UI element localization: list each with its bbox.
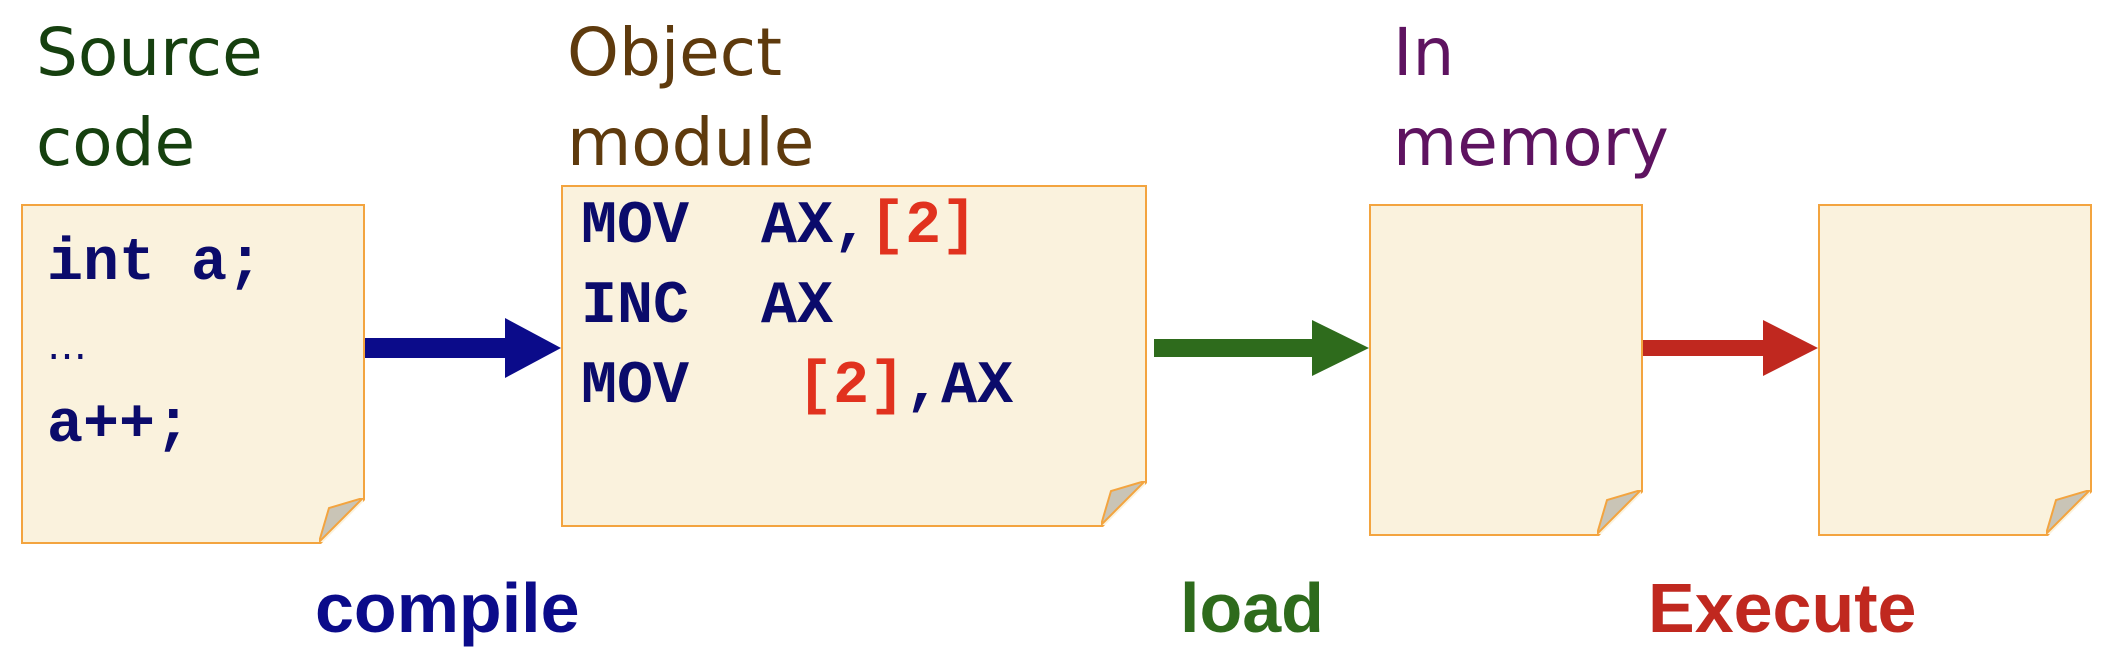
heading-source-code: Source code <box>36 8 263 188</box>
asm-args: AX, <box>761 193 870 261</box>
asm-address: [2] <box>797 353 906 421</box>
heading-line: code <box>36 104 196 181</box>
heading-line: In <box>1393 14 1455 91</box>
source-code-note: int a; … a++; <box>21 204 365 544</box>
source-line: a++; <box>47 392 192 460</box>
page-fold-icon <box>1101 481 1145 525</box>
heading-line: memory <box>1393 104 1669 181</box>
page-fold-icon <box>2046 490 2090 534</box>
heading-line: Object <box>567 14 782 91</box>
asm-op: INC <box>581 273 690 341</box>
source-line: … <box>47 323 87 369</box>
asm-op: MOV <box>581 353 690 421</box>
compile-label: compile <box>315 569 580 647</box>
heading-in-memory: In memory <box>1393 8 1669 188</box>
asm-line: MOV [2],AX <box>581 353 1013 421</box>
page-fold-icon <box>1597 490 1641 534</box>
execute-label: Execute <box>1648 569 1917 647</box>
execution-note <box>1818 204 2092 536</box>
asm-line: INC AX <box>581 273 833 341</box>
source-code-block: int a; … a++; <box>47 224 263 466</box>
asm-line: MOV AX,[2] <box>581 193 977 261</box>
heading-line: Source <box>36 14 263 91</box>
object-code-block: MOV AX,[2] INC AX MOV [2],AX <box>581 187 1013 427</box>
heading-object-module: Object module <box>567 8 814 188</box>
asm-address: [2] <box>869 193 978 261</box>
execute-arrow <box>1643 320 1818 376</box>
load-arrow <box>1154 320 1369 376</box>
source-line: int a; <box>47 230 264 298</box>
asm-args: AX <box>761 273 834 341</box>
asm-op: MOV <box>581 193 690 261</box>
compile-arrow <box>365 318 561 378</box>
load-label: load <box>1180 569 1324 647</box>
page-fold-icon <box>319 498 363 542</box>
heading-line: module <box>567 104 815 181</box>
object-module-note: MOV AX,[2] INC AX MOV [2],AX <box>561 185 1147 527</box>
in-memory-note <box>1369 204 1643 536</box>
asm-args: ,AX <box>905 353 1014 421</box>
